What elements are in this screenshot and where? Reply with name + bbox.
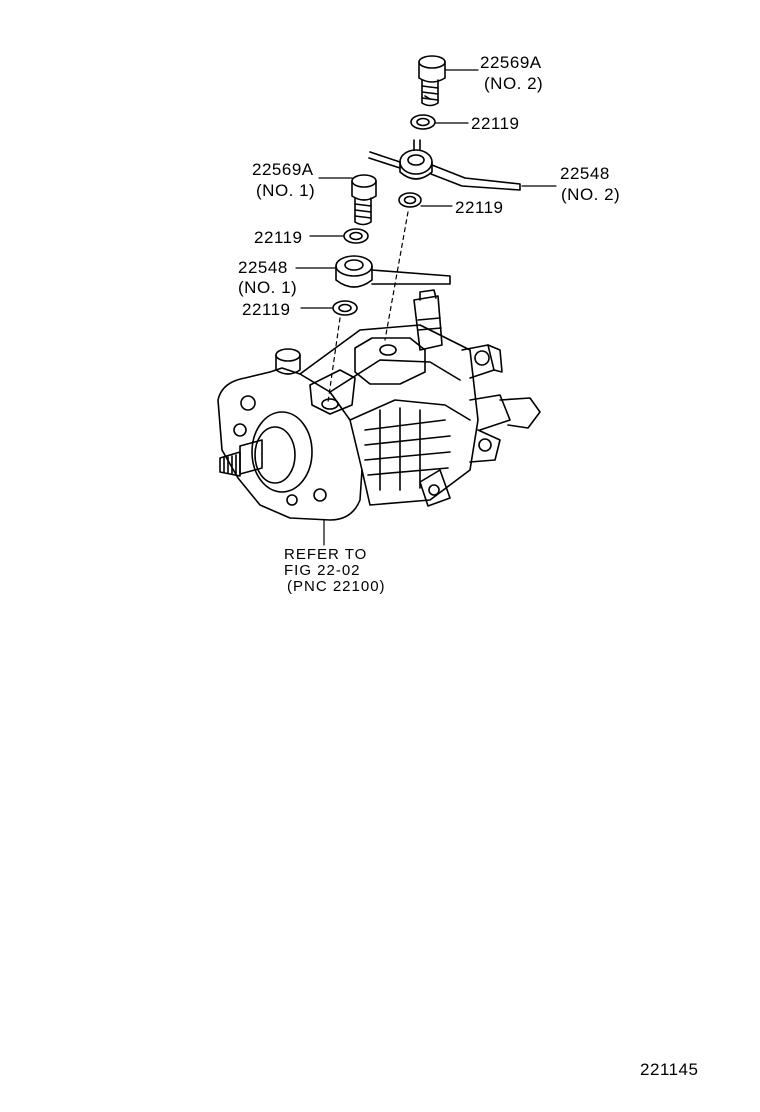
refer-line2: FIG 22-02	[284, 562, 361, 579]
injection-pump	[217, 289, 541, 521]
gasket-bottom	[332, 300, 358, 316]
union-no1-part-label: 22548	[238, 258, 288, 277]
bolt-no1-part-label: 22569A	[252, 160, 314, 179]
bolt-no2-note-label: (NO. 2)	[484, 74, 544, 93]
gasket-mid-right-label: 22119	[455, 198, 504, 217]
figure-id: 221145	[640, 1060, 699, 1079]
union-no1-note-label: (NO. 1)	[238, 278, 298, 297]
refer-line3: (PNC 22100)	[287, 578, 386, 595]
gasket-mid-right	[398, 192, 422, 208]
gasket-top	[410, 114, 436, 130]
bolt-no2-part-label: 22569A	[480, 53, 542, 72]
alignment-lines	[327, 211, 409, 403]
refer-line1: REFER TO	[284, 546, 368, 563]
leader-lines	[295, 69, 557, 546]
gasket-mid-left	[343, 228, 369, 244]
gasket-top-label: 22119	[471, 114, 520, 133]
union-no2	[368, 139, 521, 191]
union-no2-part-label: 22548	[560, 164, 610, 183]
gasket-mid-left-label: 22119	[254, 228, 303, 247]
banjo-bolt-no2	[418, 55, 446, 107]
gasket-bottom-label: 22119	[242, 300, 291, 319]
bolt-no1-note-label: (NO. 1)	[256, 181, 316, 200]
banjo-bolt-no1	[351, 174, 377, 226]
union-no1	[335, 255, 451, 288]
union-no2-note-label: (NO. 2)	[561, 185, 621, 204]
